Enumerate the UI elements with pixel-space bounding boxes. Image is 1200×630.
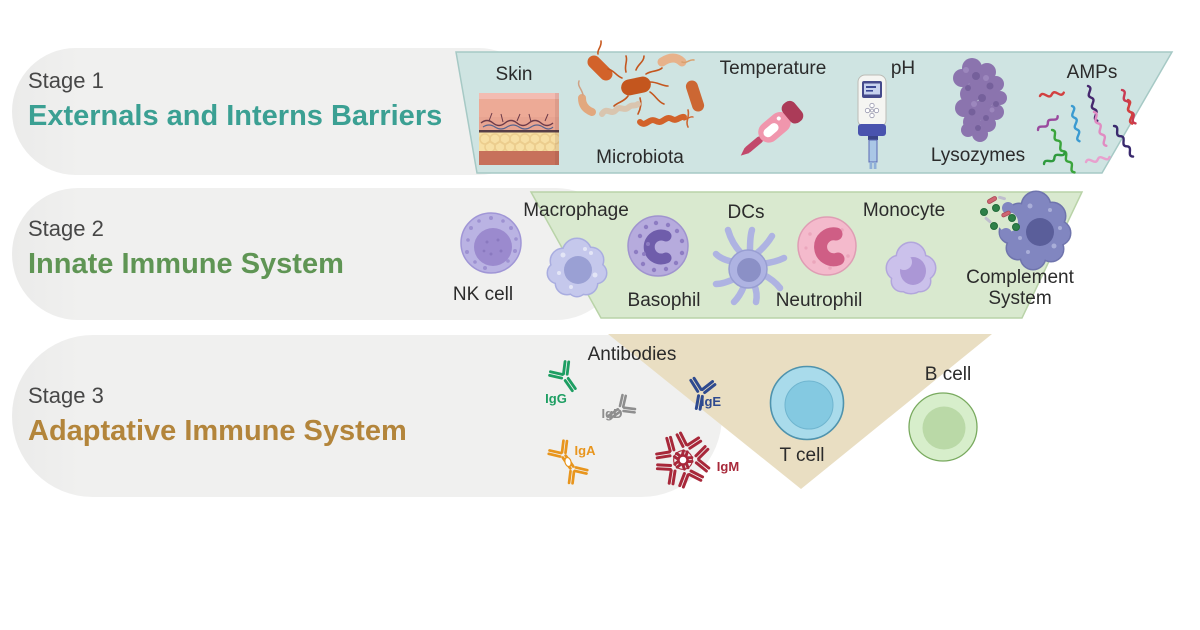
antibodies-label: Antibodies [587, 344, 677, 365]
skin-label: Skin [495, 64, 533, 85]
basophil-label: Basophil [627, 290, 701, 311]
ph-meter-icon [857, 74, 887, 169]
nk-cell-label: NK cell [452, 284, 514, 305]
ph-label: pH [890, 58, 916, 79]
macrophage-label: Macrophage [523, 200, 629, 221]
ige-label: IgE [700, 394, 722, 409]
stage2-label: Stage 2 [28, 216, 104, 241]
amps-icon [1036, 84, 1137, 174]
microbiota-icon [577, 40, 705, 128]
dcs-label: DCs [727, 202, 765, 223]
igg-label: IgG [545, 391, 567, 406]
igm-label: IgM [716, 459, 740, 474]
temperature-label: Temperature [719, 58, 827, 79]
stage2-heading: Stage 2 Innate Immune System [28, 214, 344, 281]
stage2-title: Innate Immune System [28, 248, 344, 280]
amps-label: AMPs [1066, 62, 1118, 83]
neutrophil-label: Neutrophil [775, 290, 863, 311]
stage1-title: Externals and Interns Barriers [28, 100, 443, 132]
stage1-panel [12, 48, 542, 175]
stage1-label: Stage 1 [28, 68, 104, 93]
stage3-title: Adaptative Immune System [28, 415, 407, 447]
thermometer-icon [740, 100, 804, 156]
monocyte-label: Monocyte [862, 200, 946, 221]
lysozymes-label: Lysozymes [930, 145, 1026, 166]
stage3-label: Stage 3 [28, 383, 104, 408]
microbiota-label: Microbiota [596, 147, 684, 168]
iga-label: IgA [574, 443, 596, 458]
igd-label: IgD [601, 406, 623, 421]
basophil-icon [627, 215, 689, 277]
dendritic-cell-icon [712, 226, 788, 306]
lysozyme-icon [953, 58, 1007, 142]
complement-label: Complement System [966, 267, 1074, 309]
t-cell-label: T cell [779, 445, 825, 466]
b-cell-icon [908, 392, 978, 462]
monocyte-icon [885, 241, 937, 295]
stage3-heading: Stage 3 Adaptative Immune System [28, 381, 407, 448]
t-cell-icon [769, 365, 845, 441]
b-cell-label: B cell [924, 364, 972, 385]
stage1-heading: Stage 1 Externals and Interns Barriers [28, 66, 442, 133]
neutrophil-icon [797, 216, 857, 276]
complement-icon [980, 190, 1072, 271]
